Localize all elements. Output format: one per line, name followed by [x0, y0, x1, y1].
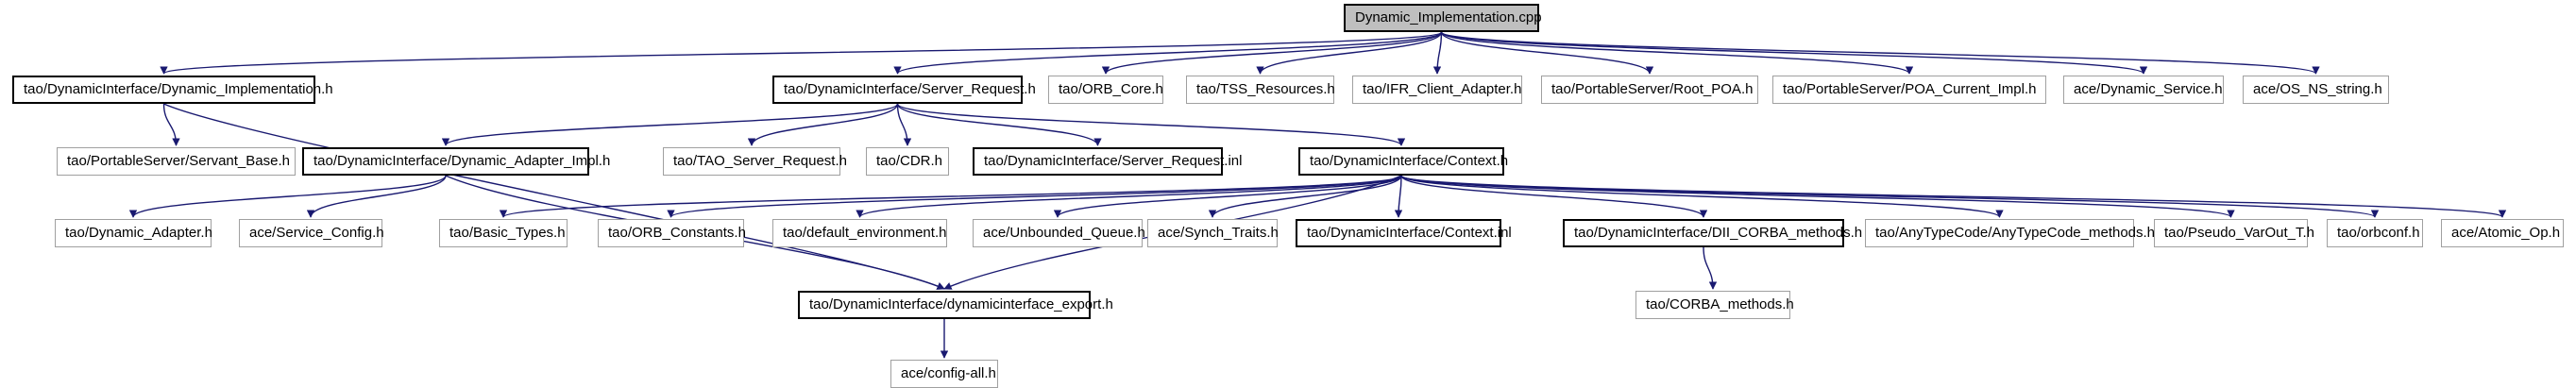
- graph-edge: [1400, 175, 1708, 218]
- graph-node[interactable]: tao/Pseudo_VarOut_T.h: [2154, 219, 2314, 247]
- graph-edge: [1208, 175, 1402, 218]
- graph-edge: [1400, 175, 2379, 218]
- graph-edge: [1440, 31, 1654, 75]
- graph-node[interactable]: tao/DynamicInterface/Context.inl: [1296, 219, 1512, 247]
- graph-node[interactable]: ace/Service_Config.h: [239, 219, 384, 247]
- graph-node[interactable]: tao/DynamicInterface/Context.h: [1298, 147, 1508, 176]
- graph-node[interactable]: ace/config-all.h: [890, 360, 998, 388]
- graph-node-root[interactable]: Dynamic_Implementation.cpp: [1344, 4, 1542, 32]
- graph-node[interactable]: tao/ORB_Constants.h: [598, 219, 746, 247]
- graph-node[interactable]: tao/TAO_Server_Request.h: [663, 147, 847, 176]
- graph-edge: [306, 175, 447, 218]
- graph-edge: [667, 175, 1402, 218]
- graph-node[interactable]: tao/AnyTypeCode/AnyTypeCode_methods.h: [1865, 219, 2155, 247]
- graph-edge: [1440, 31, 2320, 75]
- graph-edge: [1256, 31, 1443, 75]
- graph-edge: [163, 103, 945, 290]
- graph-node[interactable]: tao/DynamicInterface/Server_Request.inl: [973, 147, 1242, 176]
- graph-node[interactable]: tao/TSS_Resources.h: [1186, 76, 1335, 104]
- graph-edge: [160, 31, 1443, 75]
- graph-edge: [856, 175, 1402, 218]
- graph-node[interactable]: tao/PortableServer/Root_POA.h: [1541, 76, 1758, 104]
- graph-node[interactable]: ace/OS_NS_string.h: [2243, 76, 2389, 104]
- graph-node[interactable]: tao/DynamicInterface/DII_CORBA_methods.h: [1563, 219, 1862, 247]
- graph-node[interactable]: tao/PortableServer/POA_Current_Impl.h: [1772, 76, 2046, 104]
- graph-node[interactable]: tao/DynamicInterface/dynamicinterface_ex…: [798, 291, 1113, 319]
- graph-edge: [441, 103, 899, 146]
- graph-node[interactable]: tao/Dynamic_Adapter.h: [55, 219, 212, 247]
- graph-edge: [500, 175, 1402, 218]
- graph-edge: [896, 103, 1406, 146]
- graph-edge: [896, 103, 1102, 146]
- graph-node[interactable]: ace/Unbounded_Queue.h: [973, 219, 1145, 247]
- graph-node[interactable]: tao/IFR_Client_Adapter.h: [1352, 76, 1522, 104]
- graph-edge: [1440, 31, 1914, 75]
- graph-edge: [747, 103, 899, 146]
- graph-node[interactable]: ace/Atomic_Op.h: [2441, 219, 2564, 247]
- graph-node[interactable]: ace/Synch_Traits.h: [1147, 219, 1279, 247]
- graph-node[interactable]: tao/DynamicInterface/Server_Request.h: [772, 76, 1036, 104]
- graph-node[interactable]: tao/CDR.h: [866, 147, 949, 176]
- graph-edge: [1101, 31, 1443, 75]
- graph-node[interactable]: tao/CORBA_methods.h: [1635, 291, 1794, 319]
- graph-edge: [1440, 31, 2147, 75]
- graph-edge: [128, 175, 447, 218]
- graph-edge: [1053, 175, 1402, 218]
- graph-node[interactable]: tao/orbconf.h: [2327, 219, 2423, 247]
- graph-edge: [1400, 175, 2235, 218]
- graph-edge: [893, 31, 1443, 75]
- graph-edge: [162, 103, 180, 146]
- graph-edge: [1394, 175, 1403, 218]
- graph-node[interactable]: tao/DynamicInterface/Dynamic_Adapter_Imp…: [302, 147, 610, 176]
- graph-edge: [1703, 246, 1718, 290]
- graph-node[interactable]: tao/default_environment.h: [772, 219, 947, 247]
- graph-node[interactable]: tao/ORB_Core.h: [1048, 76, 1163, 104]
- graph-edge: [1400, 175, 2004, 218]
- graph-node[interactable]: tao/Basic_Types.h: [439, 219, 568, 247]
- graph-node[interactable]: tao/PortableServer/Servant_Base.h: [57, 147, 296, 176]
- graph-edge: [896, 103, 912, 146]
- graph-node[interactable]: tao/DynamicInterface/Dynamic_Implementat…: [12, 76, 333, 104]
- graph-edge: [1400, 175, 2506, 218]
- graph-node[interactable]: ace/Dynamic_Service.h: [2063, 76, 2224, 104]
- graph-edge: [1432, 31, 1443, 75]
